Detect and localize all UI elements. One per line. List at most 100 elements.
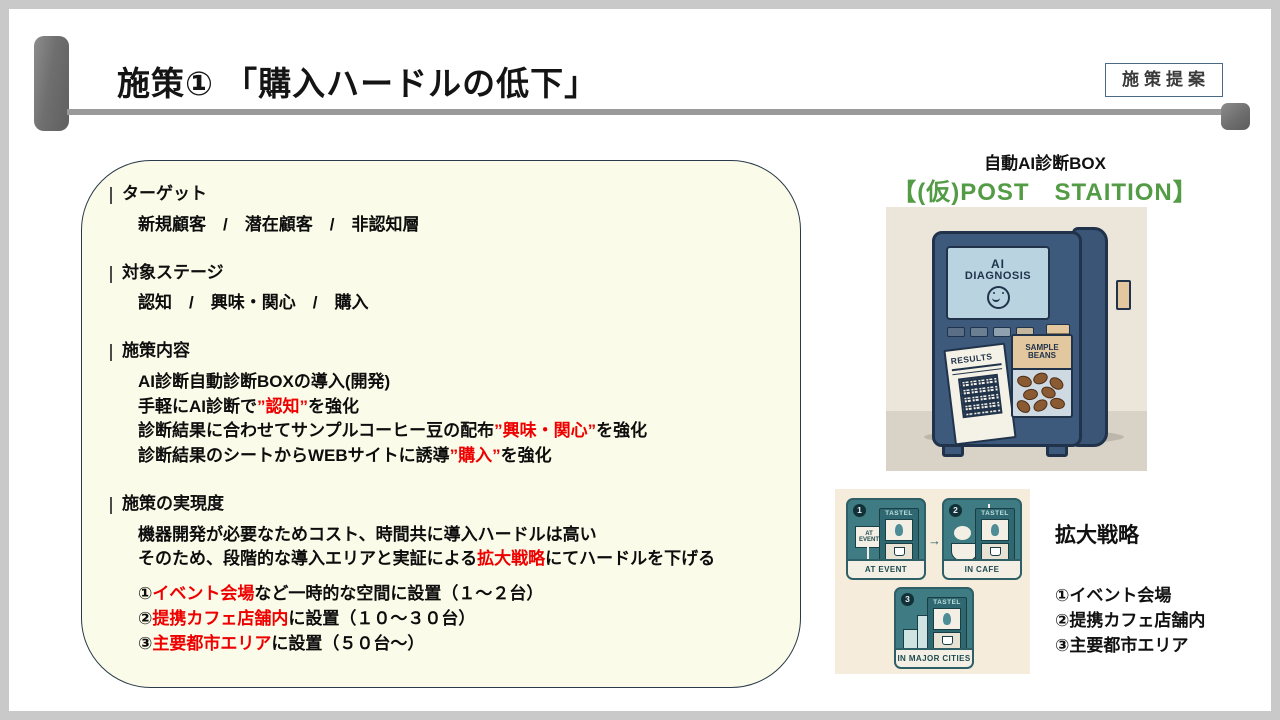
panel-caption-text: IN MAJOR CITIES — [897, 654, 971, 663]
content-line: 診断結果に合わせてサンプルコーヒー豆の配布”興味・関心”を強化 — [138, 419, 800, 444]
section-label: 施策内容 — [108, 341, 800, 361]
text: に設置（５０台～） — [271, 633, 425, 653]
text: 診断結果のシートからWEBサイトに誘導 — [138, 446, 450, 466]
sign-post — [867, 546, 869, 562]
coffee-beans — [1013, 370, 1071, 416]
text: を強化 — [308, 396, 359, 416]
content-line: ②提携カフェ店舗内に設置（１０～３０台） — [138, 607, 800, 632]
list-item: ①イベント会場 — [1055, 586, 1172, 605]
text: など一時的な空間に設置（１～２台） — [254, 584, 544, 604]
bag-label-line-2: BEANS — [1027, 351, 1056, 360]
kiosk-brand: TASTEL — [981, 510, 1009, 517]
arrow-right-icon: → — [928, 533, 941, 548]
machine-body: AI DIAGNOSIS RESULTS SAMPLE — [932, 231, 1082, 447]
measure-detail-card: ターゲット新規顧客 / 潜在顧客 / 非認知層対象ステージ認知 / 興味・関心 … — [81, 160, 801, 688]
section-label: 施策の実現度 — [108, 494, 800, 514]
highlight-text: ”興味・関心” — [494, 421, 597, 441]
content-line: ①イベント会場など一時的な空間に設置（１～２台） — [138, 582, 800, 607]
kiosk-brand: TASTEL — [933, 599, 961, 606]
content-line: 新規顧客 / 潜在顧客 / 非認知層 — [138, 213, 800, 238]
highlight-text: ”購入” — [449, 446, 501, 466]
panel-caption: AT EVENT — [848, 559, 924, 578]
content-line: 診断結果のシートからWEBサイトに誘導”購入”を強化 — [138, 444, 800, 469]
content-line: ③主要都市エリアに設置（５０台～） — [138, 632, 800, 657]
panel-number: 2 — [949, 504, 962, 517]
title-rule — [67, 109, 1227, 115]
diagram-panel-in-cafe: 2 TASTEL IN CAFE — [942, 498, 1022, 580]
panel-caption: IN CAFE — [944, 559, 1020, 578]
bag-label: SAMPLE BEANS — [1013, 336, 1071, 370]
product-title: 自動AI診断BOX — [984, 154, 1106, 173]
panel-number: 1 — [853, 504, 866, 517]
list-item: ③主要都市エリア — [1055, 635, 1189, 655]
panel-caption-text: AT EVENT — [864, 565, 908, 574]
section-label: ターゲット — [108, 184, 800, 204]
highlight-text: ”認知” — [257, 396, 308, 416]
text: にてハードルを下げる — [545, 549, 716, 569]
text: 手軽にAI診断で — [138, 396, 257, 416]
section-body: 新規顧客 / 潜在顧客 / 非認知層 — [138, 213, 800, 238]
line-spacer — [138, 572, 800, 582]
strategy-list: ①イベント会場 ②提携カフェ店舗内 ③主要都市エリア — [1055, 584, 1205, 659]
content-line: 機器開発が必要なためコスト、時間共に導入ハードルは高い — [138, 523, 800, 548]
text: ① — [138, 584, 153, 604]
machine-button[interactable] — [970, 327, 988, 337]
content-line: 認知 / 興味・関心 / 購入 — [138, 291, 800, 316]
machine-screen: AI DIAGNOSIS — [946, 246, 1050, 320]
text: AI診断自動診断BOXの導入(開発) — [138, 371, 391, 391]
section-body: 機器開発が必要なためコスト、時間共に導入ハードルは高いそのため、段階的な導入エリ… — [138, 523, 800, 657]
kiosk-brand: TASTEL — [885, 510, 913, 517]
slide-inner: 施策① 「購入ハードルの低下」 施策提案 ターゲット新規顧客 / 潜在顧客 / … — [9, 9, 1271, 711]
text: 新規顧客 / 潜在顧客 / 非認知層 — [138, 214, 420, 234]
text: に設置（１０～３０台） — [288, 609, 476, 629]
text: 認知 / 興味・関心 / 購入 — [138, 293, 369, 313]
text: 機器開発が必要なためコスト、時間共に導入ハードルは高い — [138, 524, 597, 544]
bag-label-line-1: SAMPLE — [1025, 342, 1059, 352]
content-line: AI診断自動診断BOXの導入(開発) — [138, 370, 800, 395]
product-subtitle: 【(仮)POST STAITION】 — [892, 179, 1198, 206]
vending-machine-illustration: AI DIAGNOSIS RESULTS SAMPLE — [886, 207, 1147, 471]
panel-caption-text: IN CAFE — [964, 565, 1000, 574]
strategy-heading: 拡大戦略 — [1055, 524, 1139, 547]
kiosk-icon: TASTEL — [927, 597, 967, 652]
text: 診断結果に合わせてサンプルコーヒー豆の配布 — [138, 421, 495, 441]
diagram-panel-in-major-cities: 3 TASTEL IN MAJOR CITIES — [894, 587, 974, 669]
panel-caption: IN MAJOR CITIES — [896, 648, 972, 667]
highlight-text: 拡大戦略 — [477, 549, 546, 569]
screen-line-1: AI — [991, 256, 1005, 271]
content-line: 手軽にAI診断で”認知”を強化 — [138, 395, 800, 420]
panel-number: 3 — [901, 593, 914, 606]
diagram-panel-at-event: 1 AT EVENT TASTEL AT EVENT — [846, 498, 926, 580]
title-accent-tab — [34, 36, 69, 131]
sign-line-2: EVENT — [858, 537, 879, 543]
title-rule-end-cap — [1221, 103, 1250, 130]
results-receipt: RESULTS — [943, 342, 1017, 446]
card-section: ターゲット新規顧客 / 潜在顧客 / 非認知層 — [108, 184, 800, 238]
card-section: 対象ステージ認知 / 興味・関心 / 購入 — [108, 263, 800, 317]
text: ③ — [138, 633, 153, 653]
content-line: そのため、段階的な導入エリアと実証による拡大戦略にてハードルを下げる — [138, 547, 800, 572]
highlight-text: イベント会場 — [152, 584, 255, 604]
steam-bubble-icon — [954, 526, 971, 540]
list-item: ②提携カフェ店舗内 — [1055, 610, 1206, 630]
text: ② — [138, 609, 153, 629]
smiley-face-icon — [986, 285, 1010, 309]
highlight-text: 主要都市エリア — [152, 633, 272, 653]
machine-button[interactable] — [993, 327, 1011, 337]
screen-line-2: DIAGNOSIS — [964, 269, 1032, 282]
section-body: AI診断自動診断BOXの導入(開発)手軽にAI診断で”認知”を強化診断結果に合わ… — [138, 370, 800, 469]
card-section: 施策の実現度機器開発が必要なためコスト、時間共に導入ハードルは高いそのため、段階… — [108, 494, 800, 657]
text: を強化 — [596, 421, 648, 441]
section-label: 対象ステージ — [108, 263, 800, 283]
highlight-text: 提携カフェ店舗内 — [152, 609, 289, 629]
kiosk-icon: TASTEL — [879, 508, 919, 563]
kiosk-icon: TASTEL — [975, 508, 1015, 563]
section-body: 認知 / 興味・関心 / 購入 — [138, 291, 800, 316]
machine-button[interactable] — [947, 327, 965, 337]
sign-line-1: AT — [865, 531, 873, 537]
page-title: 施策① 「購入ハードルの低下」 — [117, 65, 599, 102]
qr-code-icon — [957, 373, 1003, 419]
coin-slot-icon — [1116, 280, 1131, 310]
text: そのため、段階的な導入エリアと実証による — [138, 549, 478, 569]
